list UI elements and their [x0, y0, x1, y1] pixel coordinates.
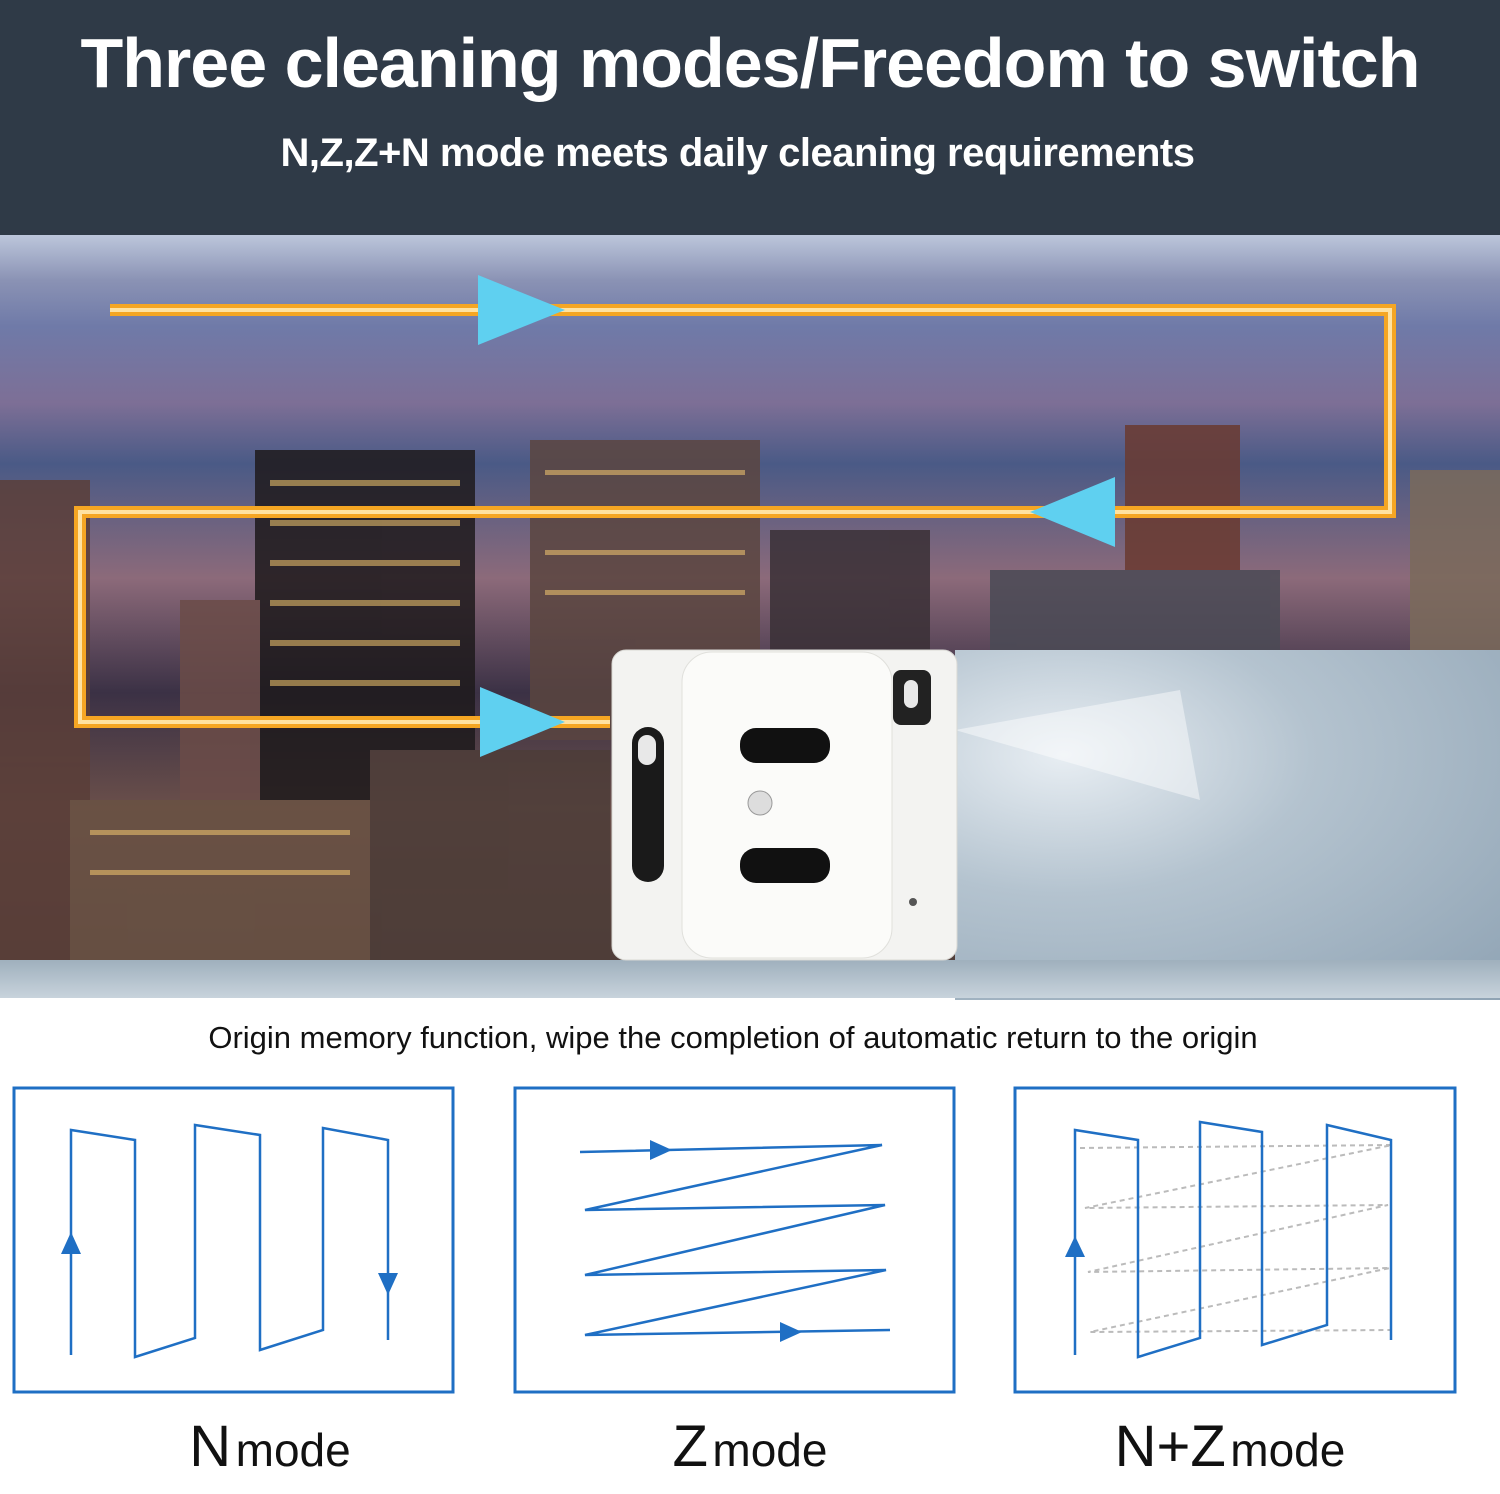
- mode-word: mode: [712, 1424, 828, 1476]
- header-banner: Three cleaning modes/Freedom to switch N…: [0, 0, 1500, 235]
- z-mode-label: Z mode: [530, 1415, 970, 1479]
- page-title-row: Three cleaning modes/Freedom to switch: [0, 20, 1500, 106]
- page-subtitle-row: N,Z,Z+N mode meets daily cleaning requir…: [0, 128, 1475, 178]
- power-button-icon: [747, 790, 773, 816]
- mode-letter: N: [189, 1414, 232, 1479]
- wet-glass-area: [955, 650, 1500, 1000]
- z-mode-diagram: [513, 1086, 956, 1394]
- mode-letter: N+Z: [1114, 1414, 1226, 1479]
- mode-word: mode: [1230, 1424, 1346, 1476]
- arrow-right-icon: [650, 1140, 672, 1160]
- mode-letter: Z: [672, 1414, 708, 1479]
- nz-mode-label: N+Z mode: [1010, 1415, 1450, 1479]
- arrow-up-icon: [61, 1232, 81, 1254]
- path-arrow-right-icon: [478, 275, 565, 345]
- page-subtitle: N,Z,Z+N mode meets daily cleaning requir…: [280, 131, 1195, 175]
- window-cleaning-robot: [611, 649, 958, 961]
- n-mode-diagram: [12, 1086, 455, 1394]
- arrow-up-icon: [1065, 1236, 1085, 1257]
- origin-memory-caption: Origin memory function, wipe the complet…: [208, 1020, 1258, 1055]
- page-title: Three cleaning modes/Freedom to switch: [80, 24, 1421, 102]
- path-arrow-right-icon: [480, 687, 565, 757]
- arrow-right-icon: [780, 1322, 802, 1342]
- nz-mode-diagram: [1013, 1086, 1457, 1394]
- glass-strip: [0, 960, 1500, 998]
- n-mode-label: N mode: [50, 1415, 490, 1479]
- water-spray: [955, 690, 1200, 800]
- arrow-down-icon: [378, 1273, 398, 1295]
- path-arrow-left-icon: [1030, 477, 1115, 547]
- mode-word: mode: [235, 1424, 351, 1476]
- origin-memory-caption-row: Origin memory function, wipe the complet…: [0, 1018, 1466, 1058]
